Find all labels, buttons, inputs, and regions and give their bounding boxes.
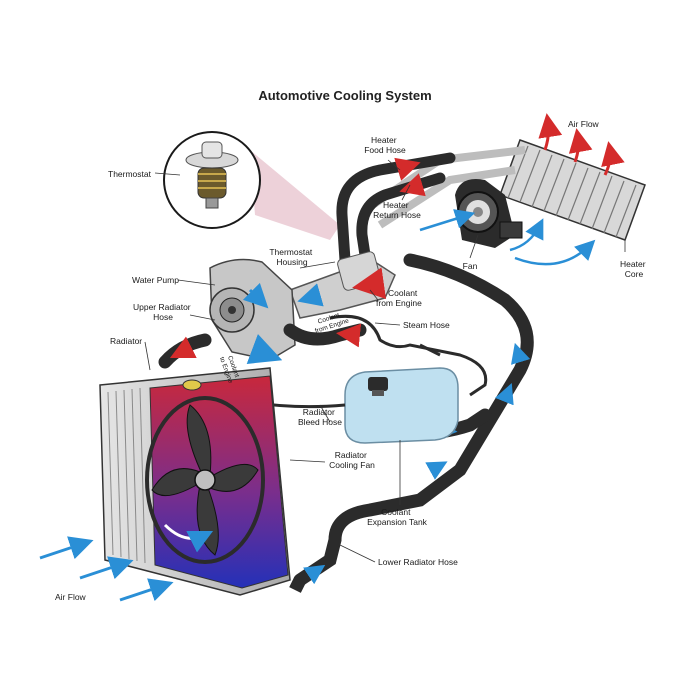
- water-pump-icon: [209, 258, 296, 361]
- fan-air-flow-arrows: [419, 209, 596, 266]
- label-water-pump: Water Pump: [132, 275, 179, 285]
- label-upper-radiator-hose: Upper Radiator Hose: [133, 302, 193, 322]
- label-lower-radiator-hose: Lower Radiator Hose: [378, 557, 458, 567]
- label-air-flow-top: Air Flow: [568, 119, 600, 129]
- thermostat-icon: [163, 131, 261, 229]
- label-radiator-cooling-fan: Radiator Cooling Fan: [329, 450, 375, 470]
- coolant-expansion-tank: [344, 367, 459, 444]
- label-thermostat: Thermostat: [108, 169, 152, 179]
- label-air-flow-bottom: Air Flow: [55, 592, 87, 602]
- label-coolant-expansion-tank: Coolant Expansion Tank: [367, 507, 428, 527]
- air-flow-top-arrows: [538, 113, 625, 176]
- upper-hose-arrows: [169, 323, 362, 359]
- label-radiator: Radiator: [110, 336, 142, 346]
- label-coolant-from-engine: Coolant from Engine: [376, 288, 422, 308]
- air-flow-bottom-arrows: [39, 536, 174, 602]
- diagram-title: Automotive Cooling System: [258, 88, 431, 103]
- label-heater-food-hose: Heater Food Hose: [364, 135, 406, 155]
- thermostat-zoom-cone: [250, 150, 340, 240]
- water-pump-arrows: [242, 282, 283, 364]
- label-heater-core: Heater Core: [620, 259, 648, 279]
- heater-hose-flow-arrows: [394, 157, 426, 197]
- label-fan: Fan: [463, 261, 478, 271]
- heater-core: [499, 139, 646, 241]
- leader-lines: [144, 159, 626, 563]
- heater-hoses: [336, 152, 456, 266]
- radiator-fan-icon: [145, 396, 265, 564]
- label-radiator-bleed-hose: Radiator Bleed Hose: [298, 407, 342, 427]
- lower-radiator-hose-end: [289, 577, 306, 593]
- label-heater-return-hose: Heater Return Hose: [373, 200, 421, 220]
- label-thermostat-housing: Thermostat Housing: [269, 247, 314, 267]
- blower-fan-icon: [455, 179, 523, 248]
- engine-coolant-arrows: [297, 267, 387, 307]
- label-steam-hose: Steam Hose: [403, 320, 450, 330]
